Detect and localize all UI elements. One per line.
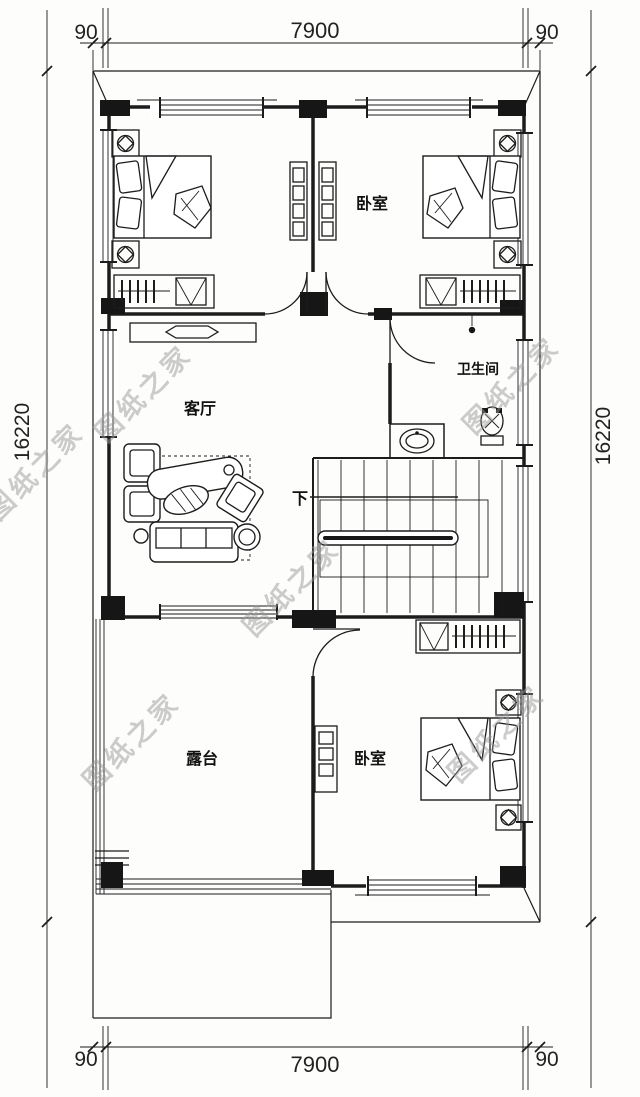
door-bathroom [389,317,436,364]
bed [113,155,212,239]
dim-top-left: 90 [74,21,97,44]
nightstand [111,240,140,269]
bathroom-fixtures [389,314,504,459]
room-bedroom-bottom: 卧室 [354,619,522,831]
dimension-right: 16220 [585,10,615,1088]
staircase [310,460,503,613]
label-living: 客厅 [184,399,216,418]
angled-armchair [216,473,264,523]
room-living: 客厅 [123,322,264,563]
wardrobe [415,619,521,654]
bed [422,155,521,239]
door-bedroom-top-right [325,271,369,315]
round-table [233,523,261,551]
dim-bottom-left: 90 [74,1048,97,1071]
stair-handrail [317,530,459,546]
label-bedroom-bottom: 卧室 [354,749,386,768]
windows [100,97,533,898]
dimension-top: 90 7900 90 [74,8,559,70]
terrace-railing [95,619,331,895]
toilet [480,406,504,446]
armchair [123,443,161,483]
tv-stand [129,322,257,343]
dimension-bottom: 90 7900 90 [74,1026,559,1090]
dim-bottom-right: 90 [535,1048,558,1071]
hall-cabinets [289,161,337,241]
dim-top-main: 7900 [291,18,340,43]
dim-top-right: 90 [535,21,558,44]
nightstand [495,804,522,831]
dimension-left: 16220 [11,10,53,1088]
door-bedroom-top-left [264,271,308,315]
sink [389,423,445,459]
label-bathroom: 卫生间 [457,361,499,378]
label-terrace: 露台 [186,749,218,768]
side-table [133,528,149,544]
wardrobe [113,274,215,309]
decor-circle [223,464,235,476]
nightstand [495,689,522,716]
door-bedroom-bottom [312,628,361,678]
sofa-three-seat [149,521,239,563]
room-bedroom-top-right: 卧室 [356,129,522,309]
room-bedroom-top-left [111,129,215,309]
dim-left-main: 16220 [11,403,34,461]
dim-right-main: 16220 [592,407,615,465]
bed [420,717,521,801]
nightstand [493,240,522,269]
sofa-set [123,443,264,563]
doors [264,271,436,678]
wardrobe [419,274,521,309]
ottoman [163,485,209,515]
columns [100,100,526,888]
label-bedroom-top: 卧室 [356,194,388,213]
building-outline [92,70,541,1019]
label-stair-down: 下 [292,489,308,508]
floor-drain-icon [468,314,476,334]
dim-bottom-main: 7900 [291,1052,340,1077]
lower-hall-cabinet [314,725,338,793]
